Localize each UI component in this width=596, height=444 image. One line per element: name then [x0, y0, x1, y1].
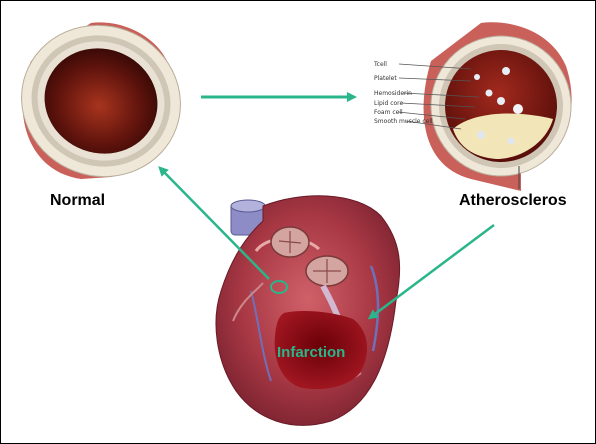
label-normal: Normal	[50, 192, 105, 210]
normal-artery	[1, 3, 202, 199]
callout-foam-cell: Foam cell	[374, 109, 403, 116]
callout-smooth-muscle: Smooth muscle cell	[374, 118, 433, 125]
callout-platelet: Platelet	[374, 75, 397, 82]
diseased-artery	[415, 20, 586, 191]
label-infarction: Infarction	[277, 344, 345, 361]
callout-tcell: Tcell	[373, 61, 387, 68]
heart-illustration	[216, 196, 400, 426]
callout-lipid-core: Lipid core	[374, 100, 404, 107]
callout-hemosiderin: Hemosiderin	[374, 90, 412, 97]
label-atherosclerosis: Atheroscleros	[459, 192, 567, 210]
